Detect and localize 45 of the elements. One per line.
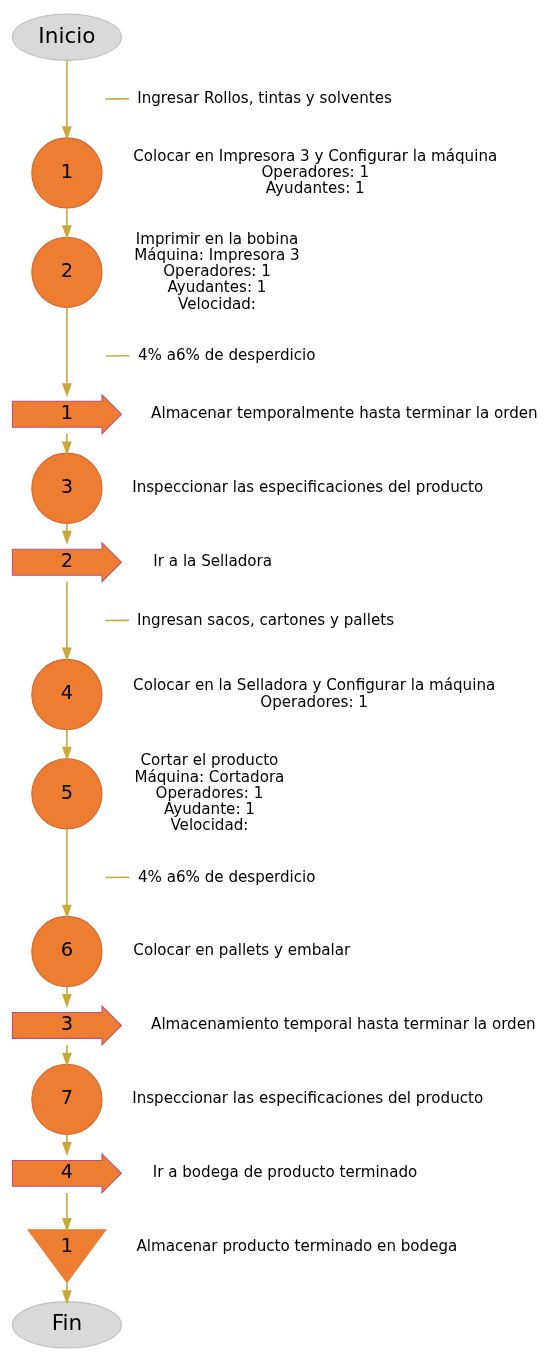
node-ellipse: Fin <box>11 1300 122 1348</box>
node-text: 4% a6% de desperdicio <box>137 867 316 886</box>
arrow <box>61 207 72 239</box>
node-circle: 1 <box>31 136 103 209</box>
node-label: Inspeccionar las especificaciones del producto <box>132 477 484 496</box>
node-label: Almacenamiento temporal hasta terminar la orden <box>151 1014 536 1033</box>
arrow <box>61 306 72 397</box>
arrow <box>61 1281 72 1304</box>
node-label: Colocar en pallets y embalar <box>133 940 351 959</box>
node-label: Velocidad: <box>178 294 256 313</box>
node-label: Ir a bodega de producto terminado <box>152 1162 418 1181</box>
node-label: Almacenar producto terminado en bodega <box>136 1236 458 1255</box>
arrow <box>61 522 72 545</box>
node-label: Máquina: Cortadora <box>134 767 285 786</box>
node-text: Ingresan sacos, cartones y pallets <box>137 610 395 629</box>
node-label: Imprimir en la bobina <box>135 229 299 248</box>
arrow <box>61 1191 72 1232</box>
node-label: Colocar en la Selladora y Configurar la máquina <box>133 675 496 694</box>
node-circle: 4 <box>31 658 103 730</box>
arrow <box>61 432 72 456</box>
connector <box>104 97 130 100</box>
node-label: Almacenar temporalmente hasta terminar la orden <box>151 403 538 422</box>
connector <box>104 619 130 621</box>
node-circle: 5 <box>31 757 103 829</box>
connector <box>104 354 131 357</box>
arrow <box>61 1133 72 1156</box>
node-circle: 2 <box>31 236 103 308</box>
connector <box>104 875 131 878</box>
arrow <box>61 728 72 761</box>
node-label: Ir a la Selladora <box>153 551 272 570</box>
node-label: Colocar en Impresora 3 y Configurar la máquina <box>133 146 498 165</box>
arrow <box>61 1043 72 1067</box>
arrow <box>61 59 72 140</box>
node-ellipse: Inicio <box>11 13 122 61</box>
node-text: Ingresar Rollos, tintas y solventes <box>137 88 392 107</box>
node-label: Cortar el producto <box>140 750 279 769</box>
arrow <box>61 580 72 661</box>
node-circle: 3 <box>31 452 103 524</box>
arrow <box>61 985 72 1008</box>
node-label: Inspeccionar las especificaciones del producto <box>132 1088 484 1107</box>
node-circle: 7 <box>31 1063 103 1135</box>
node-label: Operadores: 1 <box>260 692 368 711</box>
arrow <box>61 827 72 919</box>
node-circle: 6 <box>31 915 103 987</box>
node-text: 4% a6% de desperdicio <box>137 345 316 364</box>
